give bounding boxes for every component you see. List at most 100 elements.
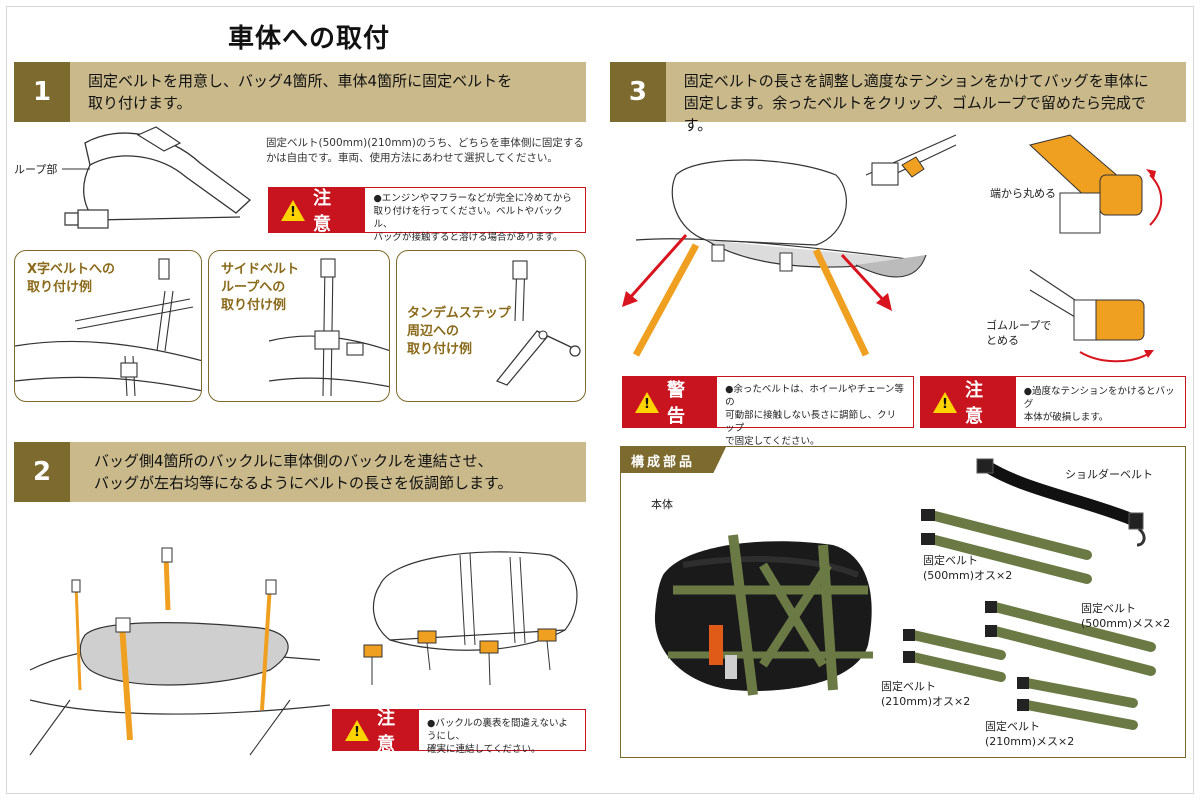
- warning-triangle-icon: [933, 391, 957, 413]
- step3-warning-text: ●余ったベルトは、ホイールやチェーン等の 可動部に接触しない長さに調節し、クリッ…: [717, 377, 913, 447]
- step1-caution-line3: バッグが接触すると溶ける場合があります。: [373, 232, 563, 243]
- shoulder-belt-photo: [976, 458, 1146, 547]
- belt-500-male-label: 固定ベルト (500mm)オス×2: [923, 553, 1012, 583]
- example-tandem-step: タンデムステップ 周辺への 取り付け例: [396, 250, 586, 402]
- step2-instruction: バッグ側4箇所のバックルに車体側のバックルを連結させ、 バッグが左右均等になるよ…: [70, 442, 527, 502]
- step3-caution-text: ●過度なテンションをかけるとバッグ 本体が破損します。: [1016, 377, 1185, 427]
- step1-caution-line1: ●エンジンやマフラーなどが完全に冷めてから: [373, 193, 572, 204]
- step3-header: 3 固定ベルトの長さを調整し適度なテンションをかけてバッグを車体に 固定します。…: [610, 62, 1186, 134]
- step2-caution-line2: 確実に連結してください。: [427, 744, 541, 755]
- shoulder-belt-label: ショルダーベルト: [1065, 468, 1153, 481]
- step1-line2: 取り付けます。: [88, 94, 192, 112]
- loop-part-label: ループ部: [14, 163, 58, 176]
- parts-panel: 構成部品 本体 ショルダーベルト 固定ベルト (500mm)オス×2 固: [620, 446, 1186, 758]
- caution-label: 注意: [269, 188, 366, 235]
- caution-label: 注意: [921, 377, 1016, 427]
- belt-210-female-line1: 固定ベルト: [985, 720, 1040, 733]
- step2-header: 2 バッグ側4箇所のバックルに車体側のバックルを連結させ、 バッグが左右均等にな…: [14, 442, 586, 502]
- belt-500-female-line1: 固定ベルト: [1081, 602, 1136, 615]
- belt-500-male-photo: [921, 509, 1092, 584]
- rubber-loop-line2: とめる: [986, 334, 1019, 347]
- step3-warning-line2: 可動部に接触しない長さに調節し、クリップ: [725, 410, 897, 434]
- caution-label: 注意: [333, 708, 420, 755]
- warning-label: 警告: [623, 377, 718, 427]
- step1-caution-label: 注意: [313, 188, 334, 235]
- step1-note: 固定ベルト(500mm)(210mm)のうち、どちらを車体側に固定する かは自由…: [266, 136, 584, 166]
- example-x-belt-label: X字ベルトへの 取り付け例: [27, 261, 115, 297]
- bag-buckle-connect-illustration: [363, 551, 578, 686]
- warning-triangle-icon: [281, 199, 305, 221]
- x-belt-illustration: [15, 258, 201, 397]
- rubber-loop-label: ゴムループで とめる: [986, 318, 1051, 348]
- example-tandem-line2: 周辺への: [407, 324, 460, 339]
- step1-caution-box: 注意 ●エンジンやマフラーなどが完全に冷めてから 取り付けを行ってください。ベル…: [268, 187, 586, 243]
- step3-caution-line1: ●過度なテンションをかけるとバッグ: [1023, 386, 1175, 410]
- step2-line1: バッグ側4箇所のバックルに車体側のバックルを連結させ、: [94, 452, 493, 470]
- step1-line1: 固定ベルトを用意し、バッグ4箇所、車体4箇所に固定ベルトを: [88, 72, 513, 90]
- step1-instruction: 固定ベルトを用意し、バッグ4箇所、車体4箇所に固定ベルトを 取り付けます。: [70, 62, 526, 122]
- step3-warning-label: 警告: [667, 380, 688, 427]
- belt-210-female-label: 固定ベルト (210mm)メス×2: [985, 719, 1074, 749]
- step3-warning-line3: で固定してください。: [725, 436, 820, 447]
- step1-note-line2: かは自由です。車両、使用方法にあわせて選択してください。: [266, 152, 558, 164]
- example-side-belt-line2: ループへの: [221, 280, 286, 295]
- belt-210-male-line1: 固定ベルト: [881, 680, 936, 693]
- tandem-step-illustration: [496, 260, 581, 386]
- belt-210-female-line2: (210mm)メス×2: [985, 735, 1075, 748]
- step2-caution-box: 注意 ●バックルの裏表を間違えないようにし、 確実に連結してください。: [332, 708, 586, 755]
- step1-header: 1 固定ベルトを用意し、バッグ4箇所、車体4箇所に固定ベルトを 取り付けます。: [14, 62, 586, 122]
- side-belt-loop-illustration: [268, 258, 389, 397]
- example-side-belt-label: サイドベルト ループへの 取り付け例: [221, 261, 299, 315]
- belt-210-male-line2: (210mm)オス×2: [881, 695, 971, 708]
- belt-210-male-photo: [903, 629, 1006, 682]
- bag-body-photo: [654, 534, 873, 696]
- page-title: 車体への取付: [228, 24, 391, 54]
- step3-warning-box: 警告 ●余ったベルトは、ホイールやチェーン等の 可動部に接触しない長さに調節し、…: [622, 376, 914, 447]
- belt-500-female-line2: (500mm)メス×2: [1081, 617, 1171, 630]
- roll-belt-illustration: [1028, 134, 1163, 234]
- belt-210-female-photo: [1017, 677, 1138, 730]
- example-tandem-line3: 取り付け例: [407, 342, 473, 357]
- loop-part-leader-line: [62, 168, 90, 170]
- rubber-loop-illustration: [1029, 269, 1154, 363]
- step3-caution-label: 注意: [965, 380, 986, 427]
- step3-caution-line2: 本体が破損します。: [1023, 412, 1109, 423]
- step3-number: 3: [610, 62, 666, 122]
- example-x-belt-line2: 取り付け例: [27, 280, 93, 295]
- step3-instruction: 固定ベルトの長さを調整し適度なテンションをかけてバッグを車体に 固定します。余っ…: [666, 62, 1186, 134]
- example-x-belt: X字ベルトへの 取り付け例: [14, 250, 202, 402]
- step1-caution-line2: 取り付けを行ってください。ベルトやバックル、: [373, 206, 563, 230]
- step2-line2: バッグが左右均等になるようにベルトの長さを仮調節します。: [94, 474, 513, 492]
- tension-belt-illustration: [622, 134, 957, 357]
- example-x-belt-line1: X字ベルトへの: [27, 262, 116, 277]
- belt-500-male-line1: 固定ベルト: [923, 554, 978, 567]
- step2-caution-text: ●バックルの裏表を間違えないようにし、 確実に連結してください。: [419, 710, 585, 755]
- belt-210-male-label: 固定ベルト (210mm)オス×2: [881, 679, 970, 709]
- fixing-belt-illustration: [64, 126, 252, 229]
- bag-body-label: 本体: [651, 498, 673, 511]
- step3-line1: 固定ベルトの長さを調整し適度なテンションをかけてバッグを車体に: [683, 72, 1149, 90]
- rubber-loop-line1: ゴムループで: [986, 319, 1052, 332]
- example-tandem-line1: タンデムステップ: [407, 306, 511, 321]
- parts-header: 構成部品: [621, 447, 726, 473]
- example-tandem-label: タンデムステップ 周辺への 取り付け例: [407, 305, 511, 359]
- step1-number: 1: [14, 62, 70, 122]
- step2-caution-line1: ●バックルの裏表を間違えないようにし、: [427, 718, 568, 742]
- belt-500-female-label: 固定ベルト (500mm)メス×2: [1081, 601, 1170, 631]
- belt-500-female-photo: [985, 601, 1156, 676]
- step2-caution-label: 注意: [377, 708, 398, 755]
- warning-triangle-icon: [345, 719, 369, 741]
- seat-belt-adjust-illustration: [29, 547, 331, 756]
- roll-from-end-label: 端から丸める: [990, 187, 1056, 200]
- example-side-belt-line1: サイドベルト: [221, 262, 300, 277]
- step1-note-line1: 固定ベルト(500mm)(210mm)のうち、どちらを車体側に固定する: [266, 137, 584, 149]
- step3-caution-box: 注意 ●過度なテンションをかけるとバッグ 本体が破損します。: [920, 376, 1186, 428]
- belt-500-male-line2: (500mm)オス×2: [923, 569, 1013, 582]
- warning-triangle-icon: [635, 391, 659, 413]
- step3-warning-line1: ●余ったベルトは、ホイールやチェーン等の: [725, 384, 904, 408]
- example-side-belt-line3: 取り付け例: [221, 298, 287, 313]
- step2-number: 2: [14, 442, 70, 502]
- step3-line2: 固定します。余ったベルトをクリップ、ゴムループで留めたら完成です。: [683, 94, 1146, 134]
- step1-caution-text: ●エンジンやマフラーなどが完全に冷めてから 取り付けを行ってください。ベルトやバ…: [365, 188, 585, 243]
- example-side-belt-loop: サイドベルト ループへの 取り付け例: [208, 250, 390, 402]
